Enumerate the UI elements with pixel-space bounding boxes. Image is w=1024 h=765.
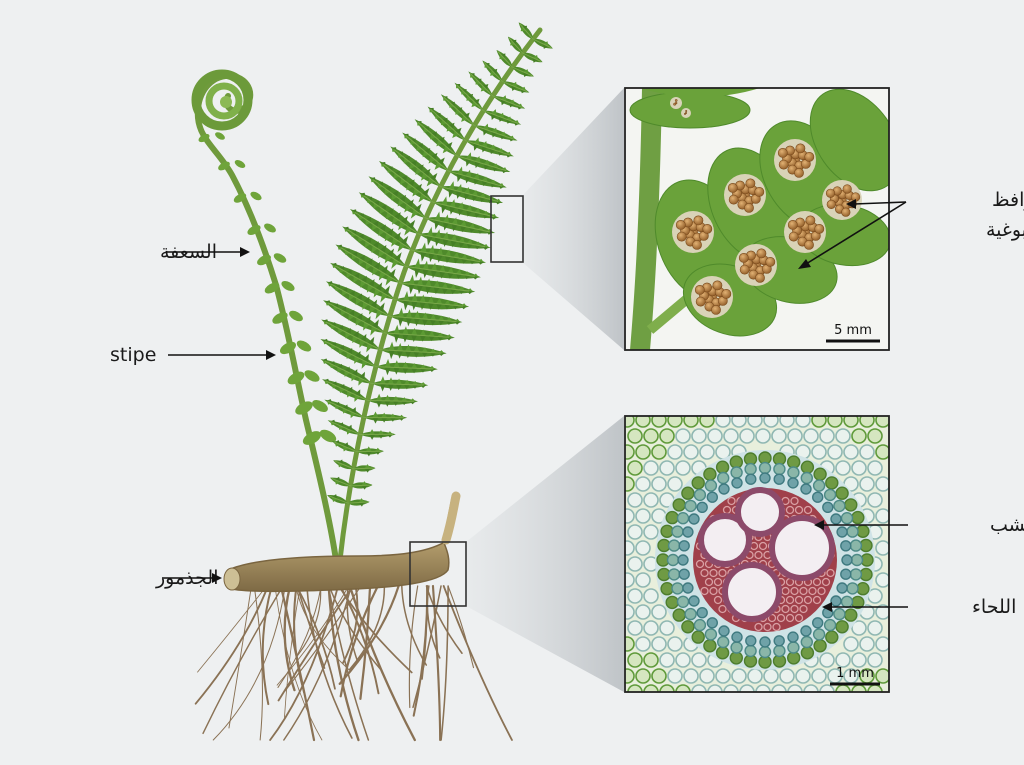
- label-xylem: الخشب: [814, 514, 1024, 536]
- label-stipe: stipe: [110, 344, 276, 366]
- phloem-label: اللحاء: [972, 596, 1016, 618]
- cross-section-inset: 1 mm: [624, 415, 890, 693]
- stipe-label: stipe: [110, 344, 156, 366]
- rhizome: [223, 491, 461, 593]
- zoom-cone-bottom: [466, 416, 624, 692]
- sori-label-line2: البوغية: [986, 219, 1024, 241]
- sori-scale-label: 5 mm: [834, 323, 872, 338]
- section-scale-label: 1 mm: [836, 666, 874, 681]
- label-phloem: اللحاء: [822, 596, 1016, 618]
- label-crozier: السعفة: [160, 241, 250, 263]
- sori-inset: 5 mm: [624, 87, 890, 351]
- xylem-label: الخشب: [990, 514, 1024, 536]
- label-rhizome: الجذمور: [155, 567, 222, 589]
- label-sori: الحوافظ البوغية: [798, 189, 1024, 269]
- mature-frond: [320, 22, 553, 563]
- xylem-vessels: [698, 487, 835, 622]
- zoom-cone-top: [522, 88, 624, 350]
- sori-highlight-box: [490, 195, 524, 263]
- roots: [194, 584, 513, 742]
- sori-label-line1: الحوافظ: [992, 189, 1024, 211]
- rhizome-highlight-box: [409, 541, 467, 607]
- crozier-stem: [191, 69, 339, 563]
